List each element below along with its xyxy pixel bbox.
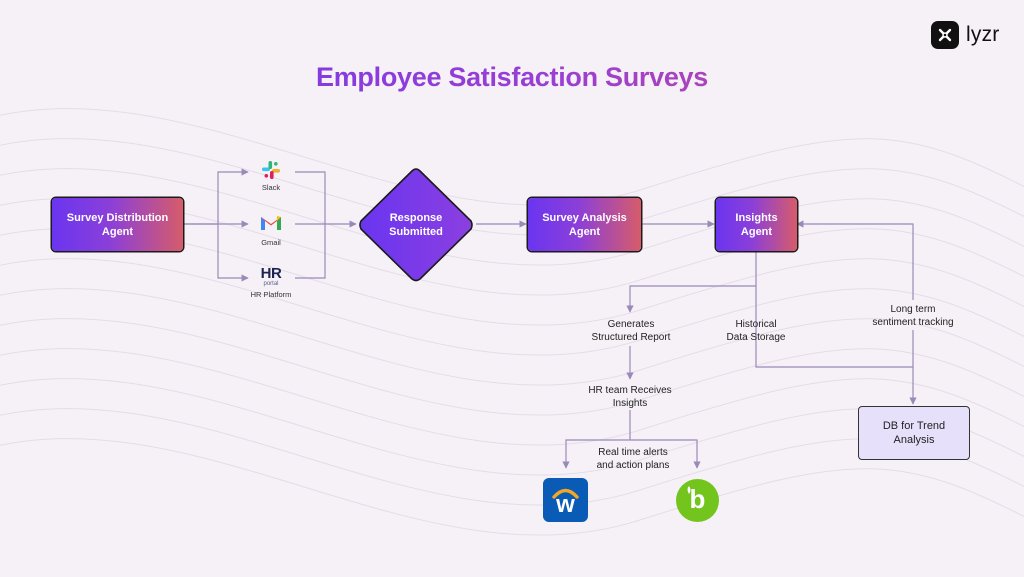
brand-logo: lyzr xyxy=(931,20,999,50)
workday-arc-icon xyxy=(552,488,579,499)
db-trend-analysis-label: DB for Trend Analysis xyxy=(882,420,946,446)
edge-slack-to-response xyxy=(295,171,326,224)
bamboohr-letter: b xyxy=(689,484,706,514)
response-submitted-node[interactable]: Response Submitted xyxy=(356,166,476,284)
edge-longterm-to-insights xyxy=(796,220,914,300)
survey-distribution-agent-label: Survey Distribution Agent xyxy=(66,211,169,238)
hr-platform-label: HR Platform xyxy=(250,290,292,299)
edge-dist-to-slack xyxy=(183,168,249,225)
bamboo-leaf-icon xyxy=(687,486,691,494)
insights-agent-label: Insights Agent xyxy=(735,211,778,238)
bamboohr-icon[interactable]: b xyxy=(676,479,719,522)
gmail-icon xyxy=(261,216,281,230)
hr-team-label: HR team Receives Insights xyxy=(588,385,672,409)
survey-distribution-agent-node[interactable]: Survey Distribution Agent xyxy=(52,198,183,251)
page-title: Employee Satisfaction Surveys xyxy=(0,62,1024,93)
survey-analysis-agent-label: Survey Analysis Agent xyxy=(542,211,627,238)
insights-agent-node[interactable]: Insights Agent xyxy=(716,198,797,251)
generates-report-label: Generates Structured Report xyxy=(591,319,671,343)
hr-logo-main: HR xyxy=(260,265,282,282)
db-trend-analysis-node[interactable]: DB for Trend Analysis xyxy=(858,406,970,460)
long-term-tracking-label: Long term sentiment tracking xyxy=(872,304,954,328)
workday-icon[interactable]: w xyxy=(543,478,588,522)
survey-analysis-agent-node[interactable]: Survey Analysis Agent xyxy=(528,198,641,251)
edge-to-bamboo xyxy=(630,439,701,469)
hr-portal-icon: HR portal xyxy=(259,266,283,288)
historical-storage-label: Historical Data Storage xyxy=(726,319,786,343)
response-submitted-label: Response Submitted xyxy=(389,212,443,238)
brand-name: lyzr xyxy=(966,23,1000,46)
slack-icon xyxy=(262,161,280,179)
lyzr-logo-icon xyxy=(931,21,959,49)
response-diamond-shape xyxy=(359,168,473,282)
workday-letter: w xyxy=(556,491,575,518)
edge-insights-to-report xyxy=(626,285,756,313)
realtime-alerts-label: Real time alerts and action plans xyxy=(596,447,670,471)
edge-hr-to-response xyxy=(295,224,326,279)
edge-dist-to-hr xyxy=(217,224,249,282)
edge-insights-down xyxy=(755,251,917,405)
slack-label: Slack xyxy=(261,183,281,192)
gmail-label: Gmail xyxy=(261,238,281,247)
hr-logo-sub: portal xyxy=(263,281,279,287)
edge-to-workday xyxy=(562,439,630,469)
